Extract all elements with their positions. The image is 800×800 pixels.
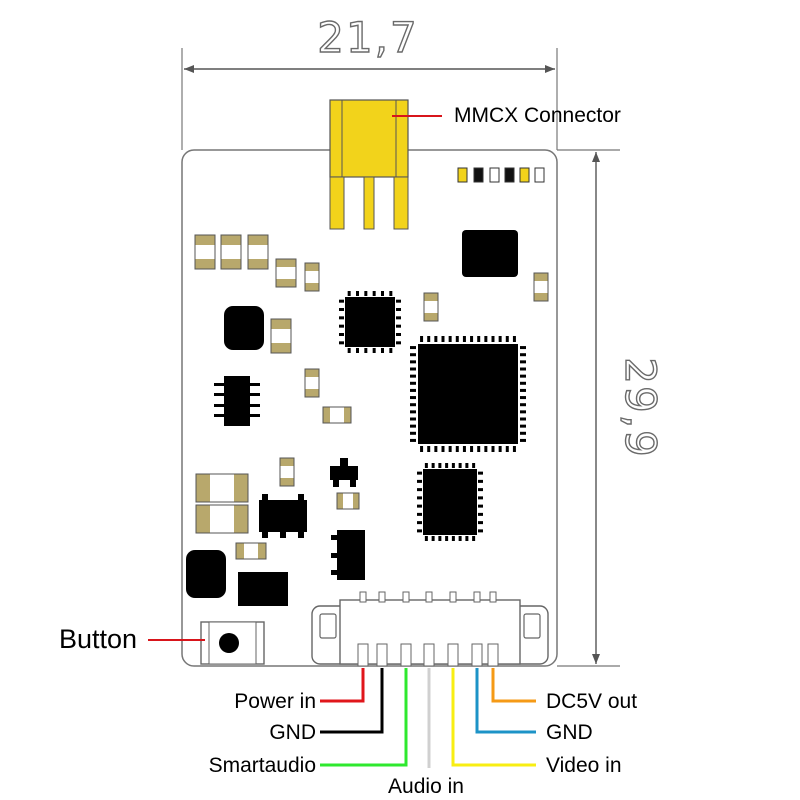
- transistor-sot: [330, 458, 358, 487]
- passive-component: [304, 262, 320, 292]
- inductor-lower: [186, 550, 226, 598]
- passive-component: [270, 318, 292, 354]
- label-gnd-right: GND: [546, 721, 593, 744]
- label-smartaudio: Smartaudio: [209, 754, 316, 777]
- passive-component: [423, 292, 439, 322]
- height-dimension: 29,9: [557, 149, 666, 667]
- inductor-upper: [224, 306, 264, 350]
- button-label: Button: [59, 624, 137, 654]
- passive-component: [247, 234, 269, 270]
- passive-component: [275, 258, 297, 288]
- passive-component: [279, 457, 295, 487]
- passive-component: [322, 406, 352, 424]
- button-cap-icon: [219, 633, 239, 653]
- label-video-in: Video in: [546, 754, 622, 777]
- ic-power-lower: [238, 572, 288, 606]
- label-power-in: Power in: [234, 690, 316, 713]
- label-gnd-left: GND: [269, 721, 316, 744]
- mmcx-label: MMCX Connector: [454, 104, 621, 127]
- wire-dc5v-out: [491, 668, 536, 703]
- jst-connector: [311, 591, 549, 667]
- wire-power-in: [320, 668, 365, 703]
- label-dc5v-out: DC5V out: [546, 690, 637, 713]
- wire-gnd-right: [475, 668, 536, 734]
- ic-qfn-small: [339, 291, 401, 353]
- mmcx-connector: [329, 99, 409, 230]
- passive-component: [195, 473, 249, 503]
- passive-component: [304, 368, 320, 398]
- ic-soic-left: [214, 376, 260, 426]
- passive-component: [194, 234, 216, 270]
- wire-video-in: [451, 668, 536, 767]
- wire-leads: [320, 668, 536, 768]
- passive-component: [336, 492, 360, 510]
- ic-top-right: [462, 230, 518, 277]
- passive-component: [235, 542, 267, 560]
- ic-qfn-lower: [417, 463, 483, 541]
- label-audio-in: Audio in: [388, 775, 464, 798]
- regulator-left: [259, 494, 307, 538]
- passive-component: [220, 234, 242, 270]
- led-indicator-row: [457, 167, 545, 183]
- ic-main-processor: [410, 336, 526, 452]
- passive-components: [194, 234, 549, 560]
- wire-smartaudio: [320, 668, 408, 767]
- height-value: 29,9: [616, 357, 665, 459]
- wire-gnd-left: [320, 668, 384, 734]
- width-dimension: 21,7: [181, 12, 558, 150]
- passive-component: [195, 504, 249, 534]
- regulator-mid: [331, 530, 365, 580]
- push-button[interactable]: [200, 621, 265, 665]
- width-value: 21,7: [317, 13, 419, 62]
- passive-component: [533, 272, 549, 302]
